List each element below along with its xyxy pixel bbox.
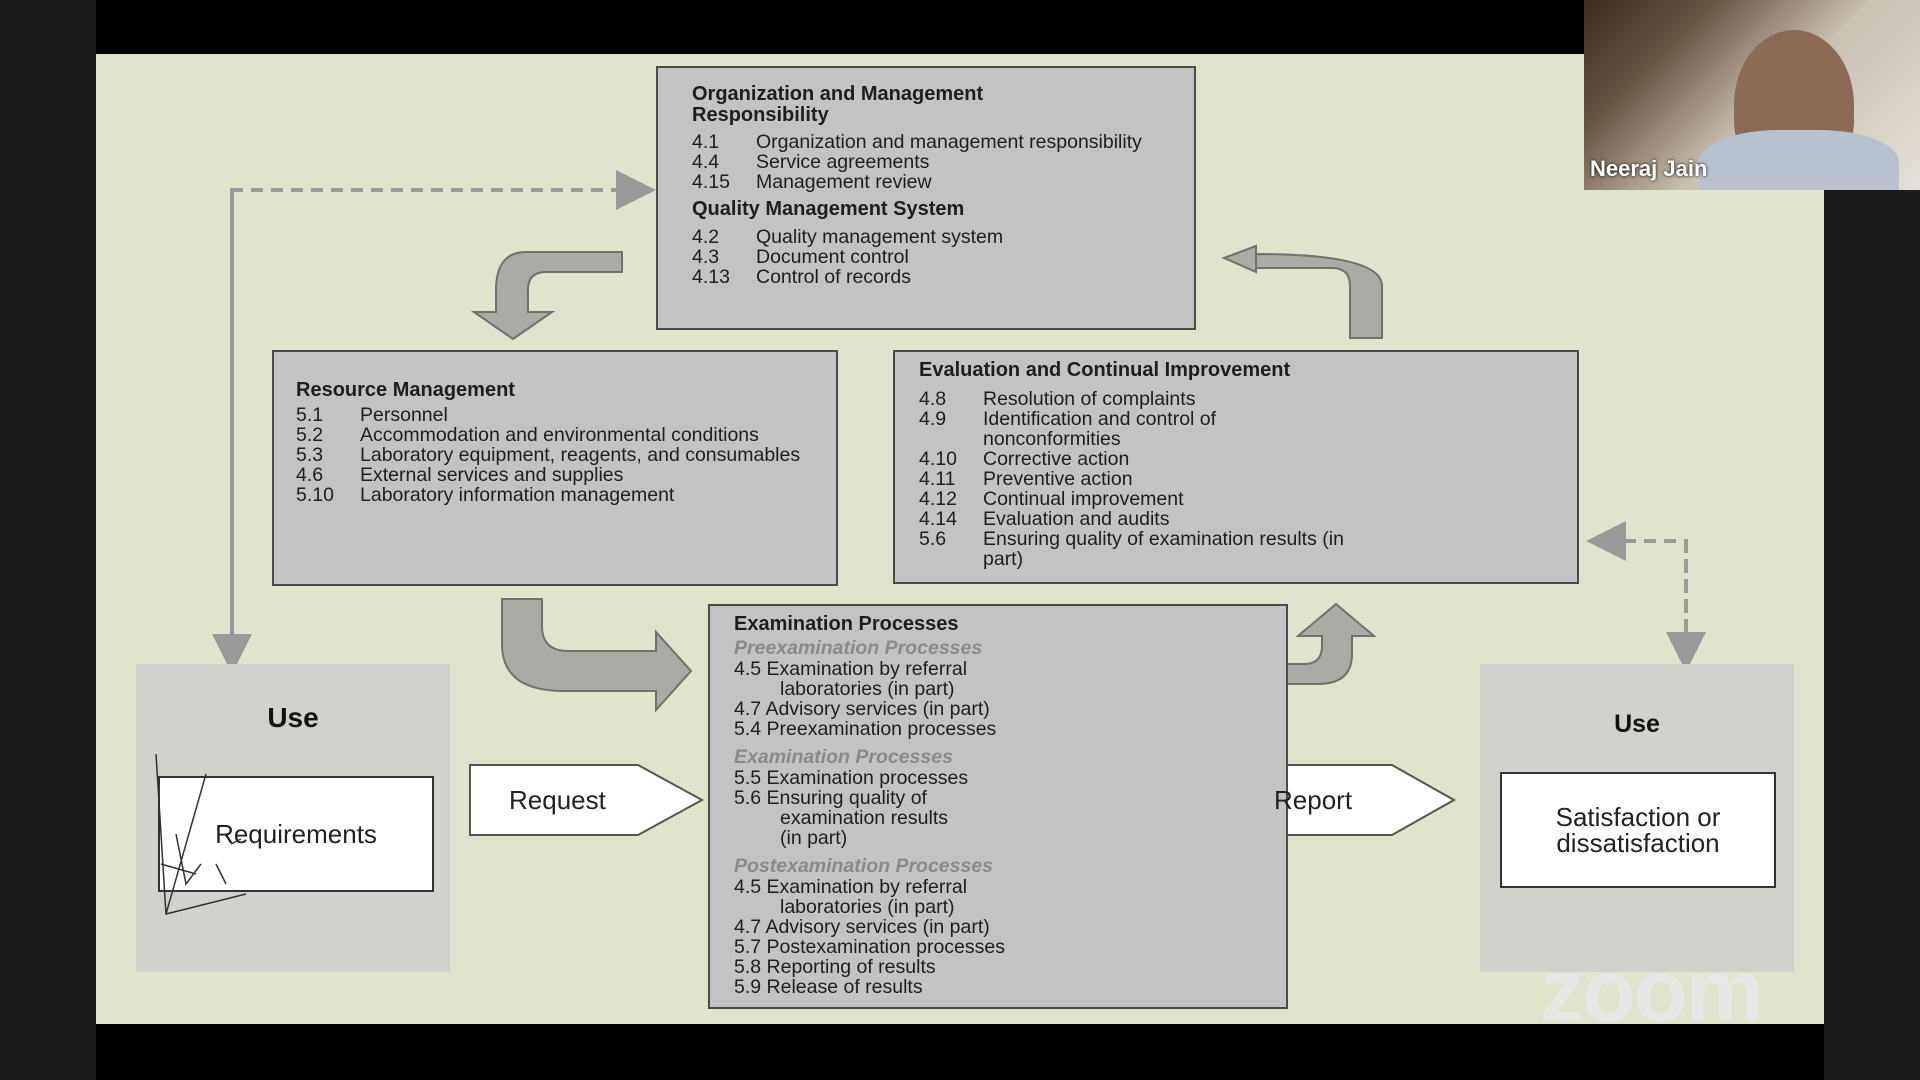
requirements-box: Requirements: [158, 776, 434, 892]
list-item: 5.7 Postexamination processes: [734, 936, 1005, 958]
zoom-watermark-logo: zoom: [1540, 941, 1764, 1040]
bottom-letterbox: [96, 1024, 1824, 1080]
left-use-panel: Use Requirements: [136, 664, 450, 972]
list-item: 5.6 Ensuring quality of: [734, 787, 927, 809]
right-use-panel: Use Satisfaction or dissatisfaction: [1480, 664, 1794, 972]
top-letterbox: [96, 0, 1824, 54]
annotation-scribble: [155, 753, 247, 915]
list-item: 4.7 Advisory services (in part): [734, 916, 990, 938]
list-item: 4.5 Examination by referral: [734, 876, 968, 898]
exam-title: Examination Processes: [734, 613, 959, 635]
request-label: Request: [509, 785, 606, 815]
org-title: Organization and Management Responsibili…: [692, 83, 984, 126]
pre-exam-title: Preexamination Processes: [734, 637, 983, 659]
dashed-feedback-right: [1586, 521, 1688, 651]
participant-shirt: [1699, 130, 1899, 190]
org-management-box: Organization and Management Responsibili…: [656, 66, 1196, 330]
list-item: 5.4 Preexamination processes: [734, 718, 997, 740]
list-item: 4.7 Advisory services (in part): [734, 698, 990, 720]
participant-video-tile[interactable]: Neeraj Jain: [1584, 0, 1920, 190]
evaluation-improvement-box: Evaluation and Continual Improvement 4.8…: [893, 350, 1579, 584]
resource-title: Resource Management: [296, 379, 515, 401]
list-item: 4.5 Examination by referral: [734, 658, 968, 680]
list-item: laboratories (in part): [780, 678, 955, 700]
left-use-label: Use: [267, 702, 319, 733]
list-item: examination results: [780, 807, 948, 829]
curved-arrow-org-to-resource: [470, 251, 623, 341]
curved-arrow-eval-to-org: [1221, 244, 1383, 339]
exam-sub-title: Examination Processes: [734, 746, 953, 768]
qms-title: Quality Management System: [692, 198, 965, 220]
list-item: 5.9 Release of results: [734, 976, 923, 998]
curved-arrow-resource-to-exam: [501, 598, 693, 713]
list-item: laboratories (in part): [780, 896, 955, 918]
list-item: 5.5 Examination processes: [734, 767, 969, 789]
request-arrow-shape: [469, 764, 705, 836]
right-use-label: Use: [1614, 710, 1660, 738]
shared-slide: Organization and Management Responsibili…: [96, 54, 1824, 1024]
list-item: 5.8 Reporting of results: [734, 956, 936, 978]
post-exam-title: Postexamination Processes: [734, 855, 994, 877]
evaluation-title: Evaluation and Continual Improvement: [919, 359, 1291, 381]
participant-name: Neeraj Jain: [1590, 156, 1708, 181]
report-label: Report: [1274, 785, 1353, 815]
examination-processes-box: Examination Processes Preexamination Pro…: [708, 604, 1288, 1009]
satisfaction-box: Satisfaction or dissatisfaction: [1500, 772, 1776, 888]
list-item: (in part): [780, 827, 848, 849]
